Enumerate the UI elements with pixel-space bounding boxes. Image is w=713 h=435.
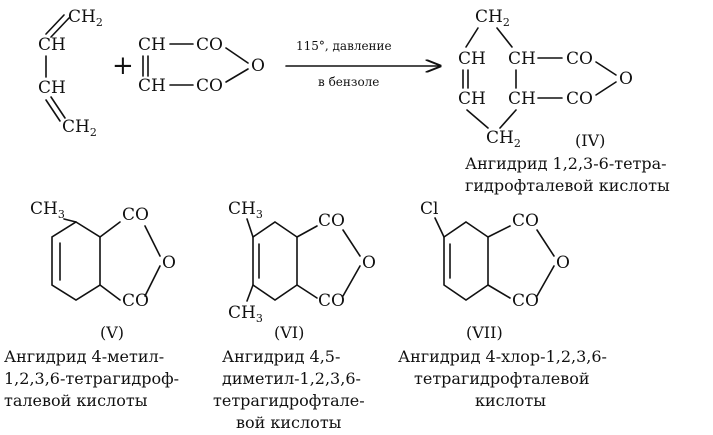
maleic-co-top: CO bbox=[196, 35, 223, 55]
single-bond-line bbox=[225, 47, 249, 64]
vii-caption-line-2: тетрагидрофталевой bbox=[414, 369, 590, 388]
single-bond-line bbox=[99, 284, 121, 301]
condition-bottom: в бензоле bbox=[318, 75, 379, 89]
single-bond-line bbox=[144, 225, 161, 257]
single-bond-line bbox=[466, 109, 489, 129]
maleic-ch-top: CH bbox=[138, 35, 166, 55]
butadiene: CH2 CH CH CH2 bbox=[38, 7, 103, 139]
v-co-bottom: CO bbox=[122, 291, 149, 311]
single-bond-line bbox=[434, 217, 445, 238]
v-numeral: (V) bbox=[100, 323, 124, 342]
single-bond-line bbox=[225, 68, 249, 83]
maleic-ch-bottom: CH bbox=[138, 76, 166, 96]
vi-co-bottom: CO bbox=[318, 291, 345, 311]
single-bond-line bbox=[499, 109, 517, 129]
vii-co-bottom: CO bbox=[512, 291, 539, 311]
vii-co-top: CO bbox=[512, 211, 539, 231]
vii-caption-line-3: кислоты bbox=[475, 391, 546, 410]
single-bond-line bbox=[536, 265, 555, 297]
double-bond-line bbox=[50, 96, 66, 119]
vi-ch3-bottom: CH3 bbox=[228, 303, 263, 325]
v-caption-line-3: талевой кислоты bbox=[4, 391, 148, 410]
vi-caption-line-3: тетрагидрофтале- bbox=[213, 391, 365, 410]
plus-sign: + bbox=[112, 51, 134, 81]
v-ch3: CH3 bbox=[30, 199, 65, 221]
single-bond-line bbox=[296, 225, 318, 238]
iv-ch-right-2: CH bbox=[508, 89, 536, 109]
single-bond-line bbox=[595, 61, 617, 76]
double-bond-line bbox=[45, 99, 61, 122]
compound-vii: Cl CO CO O (VII) Ангидрид 4-хлор-1,2,3,6… bbox=[398, 199, 607, 410]
single-bond-line bbox=[342, 265, 361, 297]
vi-caption-line-1: Ангидрид 4,5- bbox=[222, 347, 340, 366]
iv-ch-left-2: CH bbox=[458, 89, 486, 109]
single-bond-line bbox=[487, 284, 511, 299]
iv-ch-left-1: CH bbox=[458, 49, 486, 69]
iv-caption-line-1: Ангидрид 1,2,3-6-тетра- bbox=[465, 154, 667, 173]
vi-numeral: (VI) bbox=[274, 323, 304, 342]
vii-caption-line-1: Ангидрид 4-хлор-1,2,3,6- bbox=[398, 347, 607, 366]
butadiene-ch-2: CH bbox=[38, 78, 66, 98]
iv-ch2-bottom: CH2 bbox=[486, 128, 521, 150]
iv-co-bottom: CO bbox=[566, 89, 593, 109]
vi-caption-line-4: вой кислоты bbox=[236, 413, 342, 432]
v-ring-oxygen: O bbox=[162, 253, 176, 273]
maleic-anhydride: CH CH CO CO O bbox=[138, 35, 265, 96]
single-bond-line bbox=[63, 218, 77, 223]
butadiene-ch2-bottom: CH2 bbox=[62, 117, 97, 139]
vii-cl: Cl bbox=[420, 199, 438, 219]
vii-numeral: (VII) bbox=[466, 323, 503, 342]
condition-top: 115°, давление bbox=[296, 39, 392, 53]
compound-vi: CH3 CH3 CO CO O (VI) Ангидрид 4,5- димет… bbox=[213, 199, 376, 432]
double-bond-line bbox=[45, 14, 65, 35]
compound-v: CH3 CO CO O (V) Ангидрид 4-метил- 1,2,3,… bbox=[4, 199, 179, 410]
iv-numeral: (IV) bbox=[575, 131, 605, 150]
single-bond-line bbox=[246, 284, 254, 302]
single-bond-line bbox=[496, 27, 513, 48]
single-bond-line bbox=[536, 229, 555, 257]
vi-ring-oxygen: O bbox=[362, 253, 376, 273]
v-co-top: CO bbox=[122, 205, 149, 225]
iv-co-top: CO bbox=[566, 49, 593, 69]
butadiene-ch2-top: CH2 bbox=[68, 7, 103, 29]
single-bond-line bbox=[99, 221, 121, 238]
single-bond-line bbox=[246, 218, 254, 238]
iv-ring-oxygen: O bbox=[619, 69, 633, 89]
maleic-ring-oxygen: O bbox=[251, 56, 265, 76]
single-bond-line bbox=[144, 265, 161, 297]
single-bond-line bbox=[595, 81, 617, 96]
reaction-arrow: 115°, давление в бензоле bbox=[285, 39, 440, 89]
iv-ch-right-1: CH bbox=[508, 49, 536, 69]
vi-caption-line-2: диметил-1,2,3,6- bbox=[222, 369, 361, 388]
double-bond-line bbox=[50, 17, 70, 38]
iv-ch2-top: CH2 bbox=[475, 7, 510, 29]
single-bond-line bbox=[296, 284, 318, 299]
iv-caption-line-2: гидрофталевой кислоты bbox=[465, 176, 670, 195]
v-caption-line-2: 1,2,3,6-тетрагидроф- bbox=[4, 369, 179, 388]
single-bond-line bbox=[487, 225, 511, 238]
vii-ring-oxygen: O bbox=[556, 253, 570, 273]
butadiene-ch-1: CH bbox=[38, 35, 66, 55]
v-caption-line-1: Ангидрид 4-метил- bbox=[4, 347, 164, 366]
vi-ch3-top: CH3 bbox=[228, 199, 263, 221]
maleic-co-bottom: CO bbox=[196, 76, 223, 96]
compound-iv: CH2 CH CH CH CH CH2 CO CO O (IV) Ангидри… bbox=[458, 7, 670, 195]
single-bond-line bbox=[465, 27, 479, 48]
single-bond-line bbox=[342, 229, 361, 257]
vi-co-top: CO bbox=[318, 211, 345, 231]
